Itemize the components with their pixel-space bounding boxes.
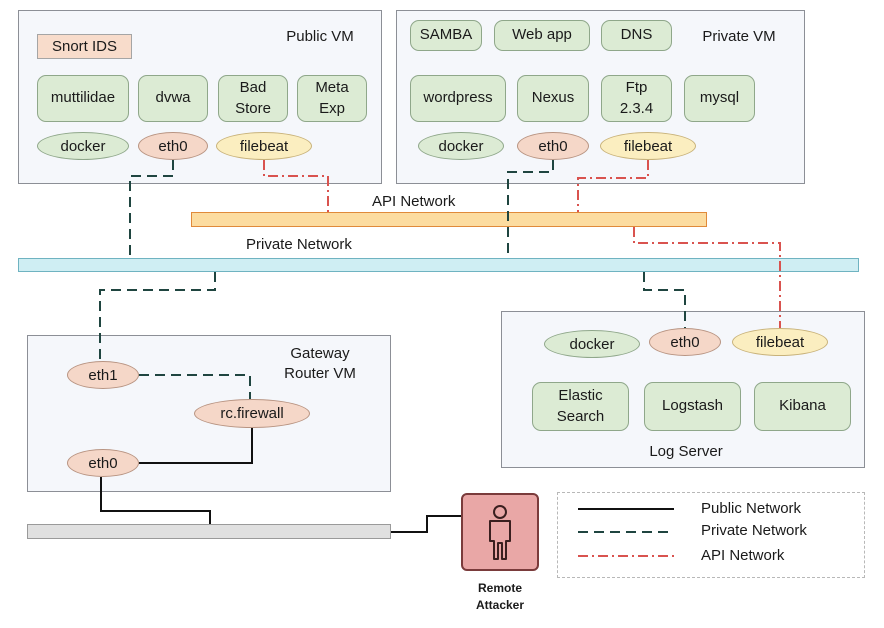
service-webapp: Web app xyxy=(494,20,590,51)
private-vm-title: Private VM xyxy=(702,28,776,45)
public-vm-title: Public VM xyxy=(286,28,354,45)
api-network-label: API Network xyxy=(372,193,456,210)
legend-box xyxy=(557,492,865,578)
service-samba: SAMBA xyxy=(410,20,482,51)
public-bar-to-attacker xyxy=(391,515,461,533)
log-filebeat: filebeat xyxy=(732,328,828,356)
log-docker: docker xyxy=(544,330,640,358)
legend-api-label: API Network xyxy=(701,547,785,564)
gateway-eth1: eth1 xyxy=(67,361,139,389)
private-network-bar xyxy=(18,258,859,272)
gateway-eth0-to-public-bar xyxy=(100,477,211,524)
public-network-bar xyxy=(27,524,391,539)
public-filebeat-to-api xyxy=(263,160,329,212)
service-logstash: Logstash xyxy=(644,382,741,431)
private-eth0-to-private-net xyxy=(507,160,554,258)
private-docker: docker xyxy=(418,132,504,160)
snort-ids-box: Snort IDS xyxy=(37,34,132,59)
legend-private-label: Private Network xyxy=(701,522,807,539)
private-eth0: eth0 xyxy=(517,132,589,160)
service-badstore: Bad Store xyxy=(218,75,288,122)
service-wordpress: wordpress xyxy=(410,75,506,122)
legend-public-label: Public Network xyxy=(701,500,802,517)
service-mysql: mysql xyxy=(684,75,755,122)
service-kibana: Kibana xyxy=(754,382,851,431)
service-ftp: Ftp 2.3.4 xyxy=(601,75,672,122)
log-server-title: Log Server xyxy=(649,443,723,460)
public-eth0-to-private-net xyxy=(129,160,174,258)
remote-attacker-label: Remote Attacker xyxy=(475,581,525,612)
public-docker: docker xyxy=(37,132,129,160)
gateway-rc-firewall: rc.firewall xyxy=(194,399,310,428)
service-dvwa: dvwa xyxy=(138,75,208,122)
service-metaexp: Meta Exp xyxy=(297,75,367,122)
service-nexus: Nexus xyxy=(517,75,589,122)
gateway-title: Gateway Router VM xyxy=(284,345,356,383)
person-icon xyxy=(489,505,511,560)
gateway-eth0-to-firewall xyxy=(139,428,253,464)
public-eth0: eth0 xyxy=(138,132,208,160)
private-net-to-gateway-eth1 xyxy=(99,272,216,361)
public-filebeat: filebeat xyxy=(216,132,312,160)
private-filebeat: filebeat xyxy=(600,132,696,160)
gateway-eth0: eth0 xyxy=(67,449,139,477)
gateway-eth1-to-firewall xyxy=(139,374,251,399)
service-elasticsearch: Elastic Search xyxy=(532,382,629,431)
private-network-label: Private Network xyxy=(246,236,352,253)
api-network-bar xyxy=(191,212,707,227)
service-muttilidae: muttilidae xyxy=(37,75,129,122)
log-eth0: eth0 xyxy=(649,328,721,356)
private-net-to-log-eth0 xyxy=(643,272,686,328)
service-dns: DNS xyxy=(601,20,672,51)
api-to-log-filebeat xyxy=(633,227,781,328)
private-filebeat-to-api xyxy=(577,160,649,212)
remote-attacker-box xyxy=(461,493,539,571)
